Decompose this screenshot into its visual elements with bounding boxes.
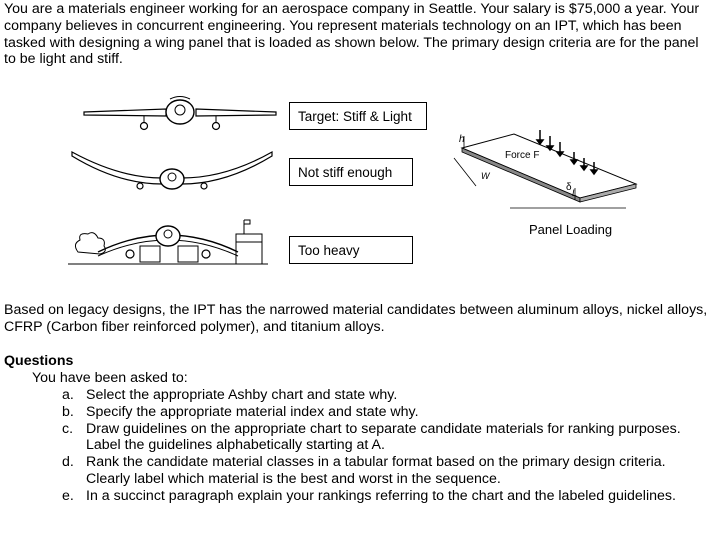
list-item: b. Specify the appropriate material inde…	[62, 403, 419, 420]
plane-bent-wing-icon	[71, 150, 273, 190]
panel-l-label: L	[572, 188, 578, 198]
wing-panel-figure: Target: Stiff & Light Not stiff enough T…	[0, 88, 717, 278]
list-item: d. Rank the candidate material classes i…	[62, 454, 666, 487]
panel-loading-diagram	[453, 130, 638, 209]
panel-caption: Panel Loading	[529, 222, 613, 237]
intro-paragraph: You are a materials engineer working for…	[4, 1, 700, 68]
label-too-heavy: Too heavy	[289, 236, 413, 264]
panel-h-label: h	[459, 134, 465, 145]
plane-straight-wing-icon	[83, 96, 277, 131]
panel-delta-label: δ	[566, 182, 572, 193]
legacy-paragraph: Based on legacy designs, the IPT has the…	[4, 302, 708, 335]
panel-w-label: W	[481, 171, 490, 181]
label-target: Target: Stiff & Light	[289, 102, 427, 130]
plane-heavy-icon	[68, 219, 268, 265]
label-not-stiff: Not stiff enough	[289, 158, 413, 186]
list-item: a. Select the appropriate Ashby chart an…	[62, 387, 398, 403]
list-item: e. In a succinct paragraph explain your …	[62, 487, 676, 504]
questions-heading: Questions	[4, 353, 74, 369]
questions-list: a. Select the appropriate Ashby chart an…	[62, 387, 682, 505]
list-item: c. Draw guidelines on the appropriate ch…	[62, 420, 681, 454]
questions-intro: You have been asked to:	[32, 370, 188, 386]
panel-force-label: Force F	[505, 150, 540, 161]
